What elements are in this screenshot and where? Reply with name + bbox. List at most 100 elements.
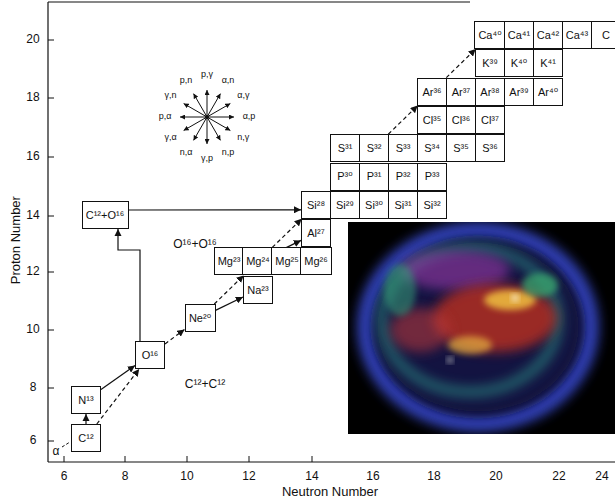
isotope-box: K³⁹ — [475, 49, 505, 77]
reaction-center — [205, 115, 209, 119]
isotope-label: S³² — [367, 142, 382, 154]
isotope-label: Si²⁸ — [307, 199, 325, 211]
tick — [187, 456, 188, 462]
isotope-label: K³⁹ — [482, 57, 498, 69]
isotope-box: Na²³ — [243, 276, 273, 304]
reaction-ray — [184, 104, 207, 118]
isotope-label: Ar³⁷ — [452, 86, 471, 98]
reaction-ray — [207, 90, 208, 117]
reaction-arrow — [388, 106, 417, 135]
isotope-label: Ca⁴¹ — [508, 29, 530, 41]
isotope-label: K⁴⁰ — [511, 57, 527, 69]
reaction-type: α,n — [222, 76, 235, 86]
isotope-box: Cl³⁵ — [417, 106, 447, 134]
top-frame — [48, 1, 470, 2]
reaction-arrow — [129, 209, 302, 210]
reaction-type: γ,n — [165, 91, 177, 101]
axis-frame — [48, 2, 615, 462]
tick — [125, 456, 126, 462]
yellow-knot — [448, 336, 492, 354]
y-axis — [47, 2, 48, 462]
isotope-label: Al²⁷ — [307, 227, 324, 239]
isotope-label: P³⁰ — [337, 170, 352, 182]
tick-label: 8 — [30, 381, 37, 394]
tick-label: 12 — [242, 470, 255, 483]
reaction-arrow — [165, 330, 185, 344]
isotope-label: Cl³⁵ — [423, 114, 442, 126]
reaction-arrow — [118, 229, 140, 341]
reaction-ray — [194, 117, 208, 140]
isotope-box: P³² — [388, 163, 418, 191]
isotope-box: Mg²⁵ — [271, 247, 303, 275]
reaction-type: α,γ — [237, 91, 249, 101]
reaction-type: n,p — [222, 148, 235, 158]
tick — [312, 456, 313, 462]
tick-label: 14 — [305, 470, 318, 483]
reaction-arrow — [446, 49, 475, 78]
isotope-label: S³⁴ — [424, 142, 440, 154]
isotope-label: S³³ — [396, 142, 411, 154]
isotope-box: S³⁵ — [446, 134, 476, 162]
tick-label: 8 — [122, 470, 129, 483]
isotope-box: Mg²⁴ — [242, 247, 274, 275]
isotope-box: Ca⁴¹ — [504, 21, 535, 49]
isotope-label: K⁴¹ — [540, 57, 556, 69]
reaction-ray — [207, 117, 230, 131]
isotope-box: Mg²⁶ — [300, 247, 332, 275]
isotope-box: K⁴⁰ — [504, 49, 534, 77]
tick-label: 6 — [30, 434, 37, 447]
isotope-box: Ca⁴⁰ — [474, 21, 506, 49]
reaction-arrow — [85, 414, 86, 424]
green-knot — [522, 273, 558, 297]
magenta-cap — [400, 250, 510, 290]
isotope-label: S³⁵ — [453, 142, 469, 154]
green-ring — [382, 248, 558, 392]
reaction-label: C¹²+C¹² — [185, 378, 225, 391]
isotope-label: C¹² — [78, 432, 93, 444]
isotope-label: Ar³⁸ — [480, 86, 499, 98]
isotope-label: Ne²⁰ — [189, 312, 211, 324]
tick-label: 20 — [26, 33, 39, 46]
x-axis — [48, 461, 615, 462]
blue-shell — [366, 231, 590, 423]
green-knot — [384, 264, 416, 316]
isotope-label: P³² — [396, 170, 411, 182]
isotope-box: Ar⁴⁰ — [533, 78, 563, 106]
isotope-box: Al²⁷ — [301, 219, 331, 247]
isotope-box: C¹² — [71, 424, 101, 452]
reaction-ray — [180, 117, 207, 118]
isotope-box: Ca⁴³ — [562, 21, 593, 49]
isotope-label: C — [602, 29, 610, 41]
tick-label: 18 — [427, 470, 440, 483]
alpha-leader — [62, 442, 70, 447]
isotope-label: Na²³ — [247, 284, 268, 296]
reaction-type: n,α — [180, 148, 193, 158]
reaction-type: α,p — [243, 112, 256, 122]
tick-label: 6 — [61, 470, 68, 483]
isotope-label: Ar³⁹ — [509, 86, 528, 98]
isotope-label: Mg²³ — [218, 255, 241, 267]
isotope-label: Ca⁴⁰ — [478, 29, 501, 41]
isotope-box: S³⁶ — [475, 134, 505, 162]
isotope-label: Ca⁴³ — [566, 29, 588, 41]
isotope-box: Si³⁰ — [359, 191, 389, 219]
tick-label: 10 — [26, 323, 39, 336]
isotope-label: Si³¹ — [394, 199, 411, 211]
isotope-box: Ar³⁶ — [417, 78, 447, 106]
tick-label: 22 — [552, 470, 565, 483]
fusion-box: C¹²+O¹⁶ — [82, 201, 129, 229]
isotope-label: Mg²⁵ — [275, 255, 299, 267]
reaction-type: γ,α — [165, 133, 177, 143]
tick-label: 10 — [180, 470, 193, 483]
tick-label: 24 — [595, 470, 608, 483]
reaction-ray — [207, 117, 234, 118]
bright-spot — [512, 295, 518, 301]
tick — [48, 40, 54, 41]
alpha-label: α — [53, 445, 60, 458]
isotope-label: Cl³⁷ — [481, 114, 499, 126]
isotope-box: S³³ — [388, 134, 418, 162]
isotope-box: N¹³ — [71, 386, 101, 414]
tick — [48, 216, 54, 217]
isotope-label: Ar³⁶ — [422, 86, 441, 98]
